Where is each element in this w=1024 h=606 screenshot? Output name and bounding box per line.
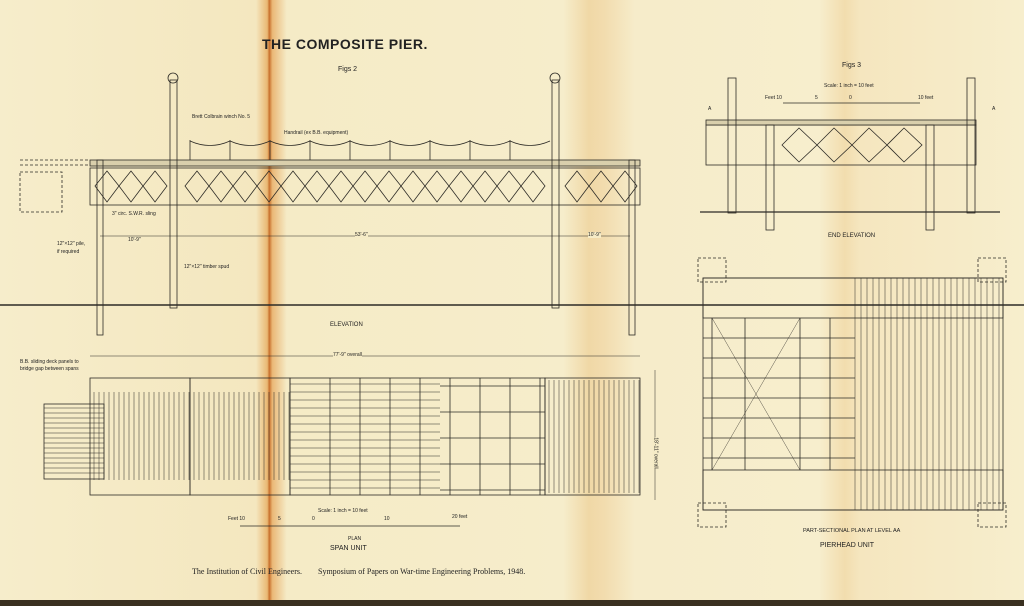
scale-tick: 20 feet xyxy=(452,514,468,520)
section-mark-a-left: A xyxy=(708,106,712,112)
end-scale-text: Scale: 1 inch = 10 feet xyxy=(824,83,874,89)
scale-tick: 5 xyxy=(278,516,281,522)
figs3-label: Figs 3 xyxy=(842,62,862,69)
sliding-panels-note: B.B. sliding deck panels to xyxy=(20,359,79,365)
span-scale-text: Scale: 1 inch = 10 feet xyxy=(318,508,368,514)
footer-symposium: Symposium of Papers on War-time Engineer… xyxy=(318,567,526,576)
footer-institution: The Institution of Civil Engineers. xyxy=(192,567,302,576)
truss-panel xyxy=(520,170,546,203)
span-elevation xyxy=(0,72,1024,336)
pile-annotation: 12"×12" pile, xyxy=(57,241,86,247)
pile-right xyxy=(628,159,636,336)
truss-panel xyxy=(851,127,888,163)
pierhead-plan-label: PART-SECTIONAL PLAN AT LEVEL AA xyxy=(803,528,901,534)
truss-panel xyxy=(612,170,638,203)
truss-panel xyxy=(472,170,498,203)
handrail-annotation: Handrail (ex B.B. equipment) xyxy=(284,130,349,136)
truss-panel xyxy=(496,170,522,203)
pile-left xyxy=(96,159,104,336)
handrail-rope xyxy=(269,140,311,146)
handrail-rope xyxy=(509,140,551,146)
truss-panel xyxy=(142,170,168,203)
pierhead-plan xyxy=(697,257,1007,528)
scale-tick: Feet 10 xyxy=(228,516,245,522)
scale-tick: 10 xyxy=(384,516,390,522)
section-mark-a-right: A xyxy=(992,106,996,112)
end-elevation xyxy=(700,77,1000,231)
dim-mid: 53'-6" xyxy=(355,232,368,238)
truss-panel xyxy=(588,170,614,203)
span-plan xyxy=(43,355,656,527)
truss-panel xyxy=(376,170,402,203)
handrail-rope xyxy=(469,140,511,146)
truss-panel xyxy=(208,170,234,203)
handrail-rope xyxy=(309,140,351,146)
truss-panel xyxy=(304,170,330,203)
truss-panel xyxy=(816,127,853,163)
end-elevation-label: END ELEVATION xyxy=(828,233,876,239)
truss-panel xyxy=(280,170,306,203)
scale-tick: 0 xyxy=(312,516,315,522)
dim-left: 10'-9" xyxy=(128,237,141,243)
dim-right: 10'-9" xyxy=(588,232,601,238)
sliding-panels-note-2: bridge gap between spans xyxy=(20,366,79,372)
winch-annotation: Brett Colbrain winch No. 5 xyxy=(192,114,251,120)
handrail-rope xyxy=(229,140,271,146)
truss-panel xyxy=(352,170,378,203)
spud-left xyxy=(169,79,178,309)
spud-right xyxy=(551,79,560,309)
truss-panel xyxy=(424,170,450,203)
scale-tick: 0 xyxy=(849,95,852,101)
truss-panel xyxy=(184,170,210,203)
truss-panel xyxy=(256,170,282,203)
truss-panel xyxy=(564,170,590,203)
drawing-title: THE COMPOSITE PIER. xyxy=(262,36,428,52)
truss-panel xyxy=(328,170,354,203)
elevation-label: ELEVATION xyxy=(330,322,363,328)
pile-note: if required xyxy=(57,249,80,255)
truss-panel xyxy=(400,170,426,203)
overall-width: 18'-11" overall xyxy=(652,437,659,469)
figs2-label: Figs 2 xyxy=(338,66,358,73)
handrail-rope xyxy=(429,140,471,146)
truss-panel xyxy=(448,170,474,203)
handrail-rope xyxy=(189,140,231,146)
handrail-rope xyxy=(389,140,431,146)
truss-panel xyxy=(118,170,144,203)
handrail-rope xyxy=(349,140,391,146)
sling-annotation: 3" circ. S.W.R. sling xyxy=(112,211,156,217)
spud-annotation: 12"×12" timber spud xyxy=(184,264,230,270)
plan-label: PLAN xyxy=(348,536,362,542)
scale-tick: 10 feet xyxy=(918,95,934,101)
truss-panel xyxy=(232,170,258,203)
truss-panel xyxy=(94,170,120,203)
truss-panel xyxy=(781,127,818,163)
scale-tick: Feet 10 xyxy=(765,95,782,101)
span-unit-label: SPAN UNIT xyxy=(330,545,367,552)
scale-tick: 5 xyxy=(815,95,818,101)
pierhead-unit-label: PIERHEAD UNIT xyxy=(820,542,875,549)
overall-length: 77'-9" overall xyxy=(333,352,362,358)
truss-panel xyxy=(886,127,923,163)
